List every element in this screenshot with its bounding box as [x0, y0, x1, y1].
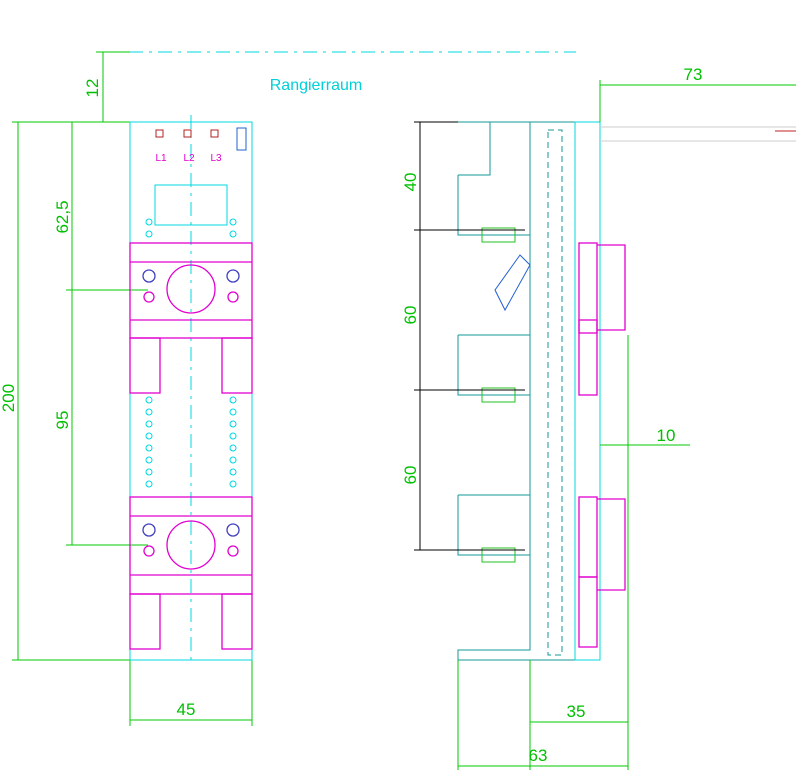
dim-73: 73: [684, 65, 703, 84]
dim-45: 45: [177, 700, 196, 719]
wiring-space-label: Rangierraum: [270, 77, 362, 94]
dim-60-lower: 60: [401, 466, 420, 485]
dim-63: 63: [529, 746, 548, 765]
terminal-blocks: [578, 242, 626, 648]
phase-label-l1: L1: [155, 153, 167, 164]
dim-60-upper: 60: [401, 306, 420, 325]
dim-12: 12: [83, 79, 102, 98]
dim-35: 35: [567, 702, 586, 721]
phase-label-l3: L3: [210, 153, 222, 164]
dim-40: 40: [401, 173, 420, 192]
upper-motor-protector: [129, 242, 253, 339]
side-view-dimensions: 40 60 60 73 10 35 63: [401, 65, 796, 770]
dim-10: 10: [657, 426, 676, 445]
dim-95: 95: [53, 411, 72, 430]
dim-200: 200: [0, 384, 18, 412]
dim-62-5: 62,5: [53, 200, 72, 233]
side-view: [457, 121, 796, 661]
lower-motor-protector: [129, 496, 253, 595]
phase-terminals: L1 L2 L3: [155, 129, 222, 164]
phase-label-l2: L2: [183, 153, 195, 164]
front-view-dimensions: 12 200 62,5 95 45: [0, 51, 253, 726]
front-view: L1 L2 L3: [129, 115, 253, 665]
